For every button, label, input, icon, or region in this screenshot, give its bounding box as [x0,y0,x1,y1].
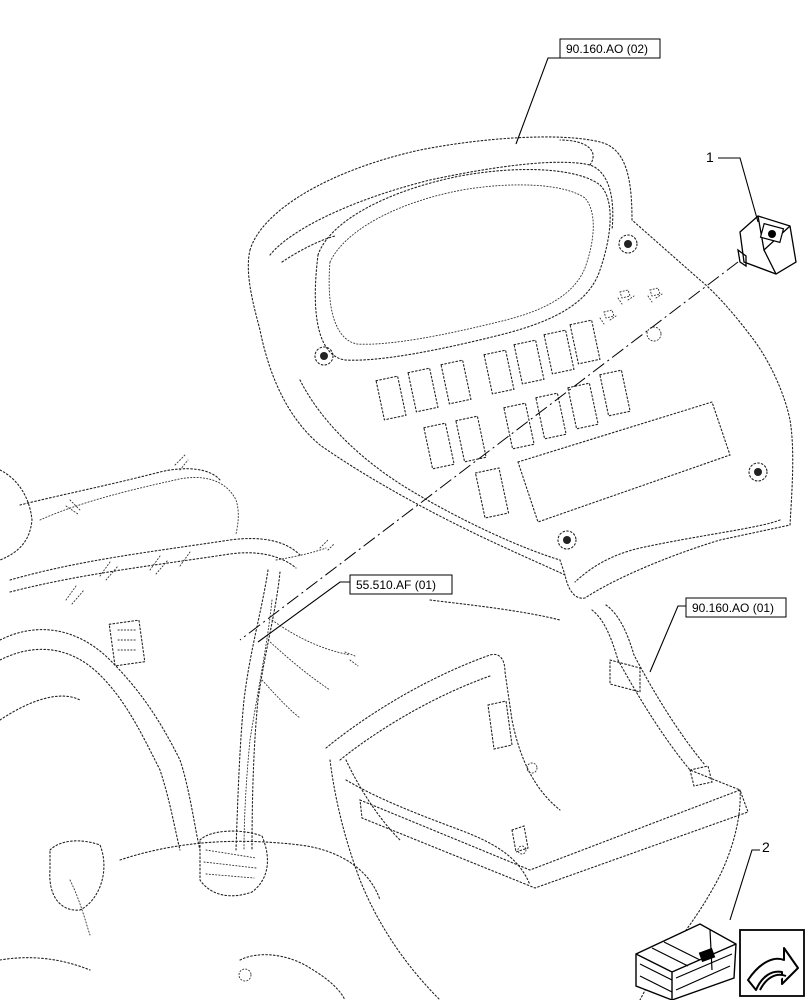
assembly-centerline [239,261,739,641]
ref-box-harness[interactable]: 55.510.AF (01) [349,574,453,595]
ref-box-lower[interactable]: 90.160.AO (01) [685,597,787,618]
leader-ref-harness [257,581,356,643]
rocker-switch [737,215,797,275]
instrument-panel [247,136,794,599]
ref-text-harness: 55.510.AF (01) [356,578,436,592]
lower-console [325,599,749,1000]
callout-item2: 2 [762,839,770,855]
leader-item1 [718,157,759,223]
ref-box-top[interactable]: 90.160.AO (02) [559,38,661,59]
navigation-arrow-icon[interactable] [739,929,805,997]
panel-symbols [599,287,663,342]
panel-buttons [375,319,731,523]
leader-ref-top [515,57,566,145]
callout-item1: 1 [706,149,714,165]
ref-text-top: 90.160.AO (02) [566,42,648,56]
panel-screws [314,234,768,550]
leader-item2 [729,849,760,921]
parts-kit-crate-icon [635,923,737,1000]
ref-text-lower: 90.160.AO (01) [692,601,774,615]
wiring-harness [0,454,381,1000]
